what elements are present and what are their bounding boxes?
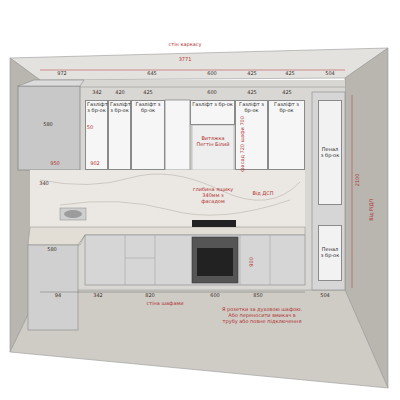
cabinet-note: Газліфт з бр-ок <box>191 101 234 109</box>
wall-cabinet: Газліфт з бр-ок <box>85 100 108 170</box>
wall-cabinet: Газліфт з бр-ок <box>131 100 165 170</box>
dimension: 425 <box>247 71 257 77</box>
tall-cabinet-panel: Пенал з бр-ок <box>318 225 342 281</box>
dimension: 425 <box>285 71 295 77</box>
dimension: 580 <box>47 247 57 253</box>
dimension: 580 <box>43 122 53 128</box>
red-note: 3771 <box>179 57 192 63</box>
dimension: 425 <box>143 90 153 96</box>
dimension: 820 <box>145 293 155 299</box>
red-note: стін каркасу <box>169 42 202 48</box>
red-note: 902 <box>90 161 100 167</box>
dimension: 600 <box>207 90 217 96</box>
cabinet-note: Пенал з бр-ок <box>319 246 341 260</box>
red-note: 2100 <box>355 174 361 187</box>
red-note: глибина ящику 340мм з фасадом <box>191 187 235 204</box>
dimension: 850 <box>253 293 263 299</box>
dimension: 600 <box>210 293 220 299</box>
tall-cabinet-panel: Пенал з бр-ок <box>318 100 342 205</box>
dimension: 645 <box>147 71 157 77</box>
cabinet-note: Газліфт з бр-ок <box>269 101 304 115</box>
dimension: 340 <box>39 181 49 187</box>
red-note: Від ДСП <box>252 191 273 197</box>
dimension: 425 <box>282 90 292 96</box>
cabinet-note: Газліфт з бр-ок <box>236 101 267 115</box>
wall-cabinet: Газліфт з бр-ок <box>108 100 131 170</box>
cabinet-note: Пенал з бр-ок <box>319 146 341 160</box>
red-note: 900 <box>249 257 255 267</box>
dimension: 342 <box>92 90 102 96</box>
red-note: Від РіДЛ <box>369 199 375 221</box>
wall-cabinet: Газліфт з бр-ок <box>190 100 235 125</box>
red-note: 50 <box>87 125 93 131</box>
red-note: 950 <box>50 161 60 167</box>
dimension: 972 <box>57 71 67 77</box>
cabinet-note: Газліфт з бр-ок <box>86 101 107 115</box>
dimension: 94 <box>55 293 61 299</box>
dimension: 504 <box>325 71 335 77</box>
cabinet-note: Газліфт з бр-ок <box>132 101 164 115</box>
dimension: 420 <box>115 90 125 96</box>
wall-cabinet: Газліфт з бр-ок <box>268 100 305 170</box>
dimension: 425 <box>247 90 257 96</box>
red-note: фасад 720 шафи 700 <box>240 116 246 172</box>
red-note: Витяжка Пегтін Білий <box>194 136 232 148</box>
dimension: 600 <box>207 71 217 77</box>
dimension: 342 <box>93 293 103 299</box>
dimension: 504 <box>320 293 330 299</box>
red-note: Я розетки за духовою шафою. Або переноси… <box>221 307 303 324</box>
red-note: стіна шафами <box>147 301 184 307</box>
cabinet-note: Газліфт з бр-ок <box>109 101 130 115</box>
